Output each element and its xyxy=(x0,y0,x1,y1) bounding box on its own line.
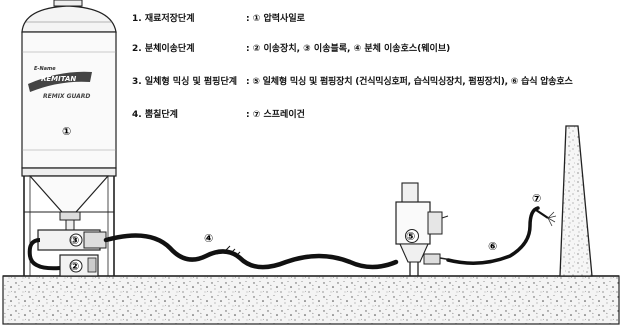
callout-7: ⑦ xyxy=(532,192,541,205)
silo-brand-sub: REMIX GUARD xyxy=(43,93,90,100)
ground-slab xyxy=(2,275,620,325)
transfer-device: ② xyxy=(59,254,99,277)
step-2-value: : ② 이송장치, ③ 이송블록, ④ 분체 이송호스(웨이브) xyxy=(246,44,451,54)
step-2-label: 2. 분체이송단계 xyxy=(132,44,195,54)
step-4-value: : ⑦ 스프레이건 xyxy=(246,110,305,120)
silo-number: ① xyxy=(62,125,71,138)
callout-5: ⑤ xyxy=(406,230,415,243)
transfer-block: ③ xyxy=(37,229,107,251)
step-3-label: 3. 일체형 믹싱 및 펌핑단계 xyxy=(132,77,238,87)
mixing-pumping-unit: ⑤ xyxy=(395,182,453,276)
callout-6: ⑥ xyxy=(488,240,497,253)
wet-hose: ⑥ xyxy=(446,206,540,265)
silo-brand-main: REMITAN xyxy=(41,75,76,83)
callout-4: ④ xyxy=(204,232,213,245)
silo-brand-logo: E-Name REMITAN REMIX GUARD xyxy=(28,66,92,100)
step-3-value: : ⑤ 일체형 믹싱 및 펌핑장치 (건식믹싱호퍼, 습식믹싱장치, 펌핑장치)… xyxy=(246,77,573,87)
pressure-silo: E-Name REMITAN REMIX GUARD ① xyxy=(21,0,117,276)
step-1-value: : ① 압력사일로 xyxy=(246,14,305,24)
callout-3: ③ xyxy=(70,234,79,247)
silo-brand-small: E-Name xyxy=(34,66,56,72)
powder-hose-wave: ④ xyxy=(103,232,399,270)
target-wall xyxy=(559,125,593,277)
step-4-label: 4. 뿜칠단계 xyxy=(132,110,178,120)
step-1-label: 1. 재료저장단계 xyxy=(132,14,195,24)
callout-2: ② xyxy=(70,260,79,273)
spray-gun: ⑦ xyxy=(532,192,557,227)
